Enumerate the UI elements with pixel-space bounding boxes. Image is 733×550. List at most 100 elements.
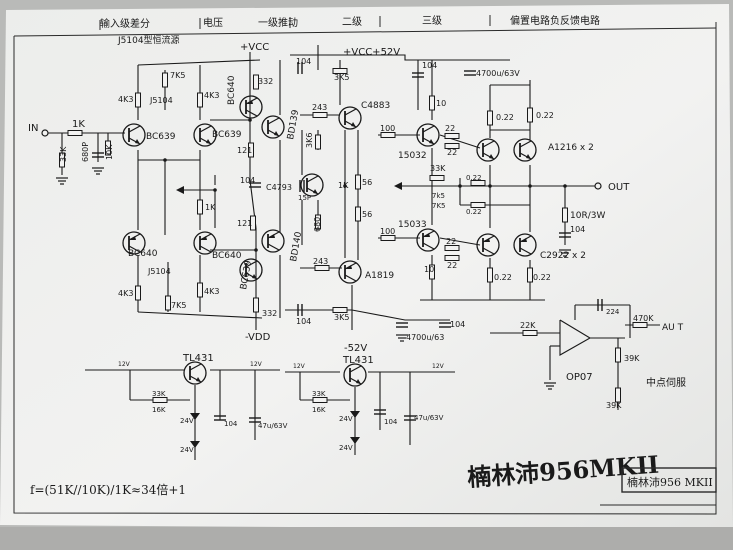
r-22c	[444, 245, 460, 251]
q1-label: BC639	[146, 132, 176, 142]
r-3k5b-label: 3K5	[334, 313, 349, 322]
servo-r-in-label: 22K	[520, 321, 536, 330]
reg-left-r1-label: 33K	[152, 390, 166, 398]
feedback-arrow-icon	[394, 182, 402, 190]
rail-label-3: 12V	[293, 363, 306, 370]
r-022d-label: 0.22	[466, 208, 482, 216]
r-22c-label: 22	[446, 237, 456, 246]
r-7k5a	[162, 72, 168, 88]
jfet-note: J5104型恒流源	[117, 34, 180, 46]
header-cell-1: 输入级差分	[100, 17, 150, 30]
q2-label: BC639	[212, 130, 242, 140]
paper	[0, 4, 733, 530]
reg-right-z2-label: 24V	[339, 444, 353, 452]
servo-r-out-label: 39K	[624, 354, 640, 363]
r-243b	[314, 265, 330, 271]
r-7k5a-label: 7K5	[170, 71, 185, 80]
r-56a	[355, 174, 361, 190]
r-121a-label: 121	[237, 146, 252, 155]
r-22a	[444, 133, 460, 139]
r-022b	[527, 107, 533, 123]
reg-left-cap-label: 47u/63V	[258, 422, 288, 430]
bias-r-label: 10K	[105, 144, 114, 160]
r-022b-label: 0.22	[536, 111, 554, 120]
input-series-resistor	[67, 130, 83, 136]
tl431-right-label: TL431	[342, 355, 374, 366]
r-3k6	[315, 134, 321, 150]
opamp-label: OP07	[566, 372, 593, 383]
c-104f-label: 104	[450, 320, 465, 329]
reg-right-r2-label: 16K	[312, 406, 326, 414]
zener-icon	[350, 437, 360, 444]
r-3k6-label: 3K6	[305, 133, 314, 148]
vdd-label: -VDD	[245, 332, 271, 343]
tl431-left-label: TL431	[182, 353, 214, 364]
c-104e-label: 104	[570, 225, 585, 234]
title-block-text: 楠林沛956 MKII	[627, 475, 713, 489]
servo-input-resistor	[522, 330, 538, 336]
r-022a	[487, 110, 493, 126]
vas-p-label: BC640	[227, 75, 237, 105]
zener-icon	[190, 441, 200, 448]
vbe-label: C4793	[266, 183, 292, 192]
r-243b-label: 243	[313, 257, 328, 266]
sheet-frame	[13, 15, 717, 515]
header-cell-4: 二级	[342, 16, 362, 28]
j1-label: J5104	[149, 96, 173, 105]
out-n-label: C2922 x 2	[540, 251, 586, 261]
r-022c-label: 0.22	[466, 174, 482, 182]
r-10b-label: 10	[424, 265, 434, 274]
title-block	[600, 467, 717, 506]
servo-out-resistor	[615, 347, 621, 363]
c-104d-label: 104	[422, 61, 437, 70]
r-332b	[253, 297, 259, 313]
in-shunt-r-label: 33K	[59, 146, 68, 162]
header-cell-6: 偏置电路负反馈电路	[510, 14, 600, 27]
r-56b-label: 56	[362, 210, 372, 219]
servo-note: 中点伺服	[646, 376, 686, 389]
r-3k5b	[332, 307, 348, 313]
r-4k3d	[197, 282, 203, 298]
pre-p-label: C4883	[361, 101, 390, 111]
r-243a-label: 243	[312, 103, 327, 112]
in-cap-label: 680P	[81, 142, 90, 162]
c-104a-label: 104	[240, 176, 255, 185]
r-22a-label: 22	[445, 124, 455, 133]
r-100a-label: 100	[380, 124, 395, 133]
r-7k5b	[165, 295, 171, 311]
r-10a	[429, 95, 435, 111]
r-3k5a-label: 3K5	[334, 73, 349, 82]
header-cell-5: 三级	[422, 15, 442, 27]
r-4k3b	[197, 92, 203, 108]
reg-right-r1-label: 33K	[312, 390, 326, 398]
q4-label: BC640	[212, 251, 242, 261]
r-022e	[487, 267, 493, 283]
r-4k3c	[135, 285, 141, 301]
r-100a	[380, 132, 396, 138]
reg-left-r1	[152, 397, 168, 403]
r-243a	[312, 112, 328, 118]
drv2-n-label: 15033	[398, 220, 427, 230]
reg-left-z2-label: 24V	[180, 446, 194, 454]
reg-left-cap2-label: 104	[224, 420, 238, 428]
trim-resistor	[197, 199, 203, 215]
r-4k3d-label: 4K3	[204, 287, 219, 296]
r-022d	[470, 202, 486, 208]
reg-right-r1	[312, 397, 328, 403]
servo-fb-resistor	[632, 322, 648, 328]
servo-cap-label: 224	[606, 308, 620, 316]
vbe-pot-label: 1K	[338, 181, 349, 190]
rail-label-2: 12V	[250, 361, 263, 368]
in-series-r-label: 1K	[72, 119, 85, 130]
servo-r-fb-label: 470K	[633, 314, 654, 323]
feedback-arrow-icon	[176, 186, 184, 194]
c-15p-label: 15P	[298, 194, 311, 202]
r-10r3w-label: 10R/3W	[570, 211, 605, 221]
fb-r2-label: 7K5	[432, 202, 446, 210]
r-022f	[527, 267, 533, 283]
rail-label-1: 12V	[118, 361, 131, 368]
in-label: IN	[28, 123, 38, 134]
drv2-p-label: 15032	[398, 151, 427, 161]
reg-right-cap-label: 47u/63V	[414, 414, 444, 422]
